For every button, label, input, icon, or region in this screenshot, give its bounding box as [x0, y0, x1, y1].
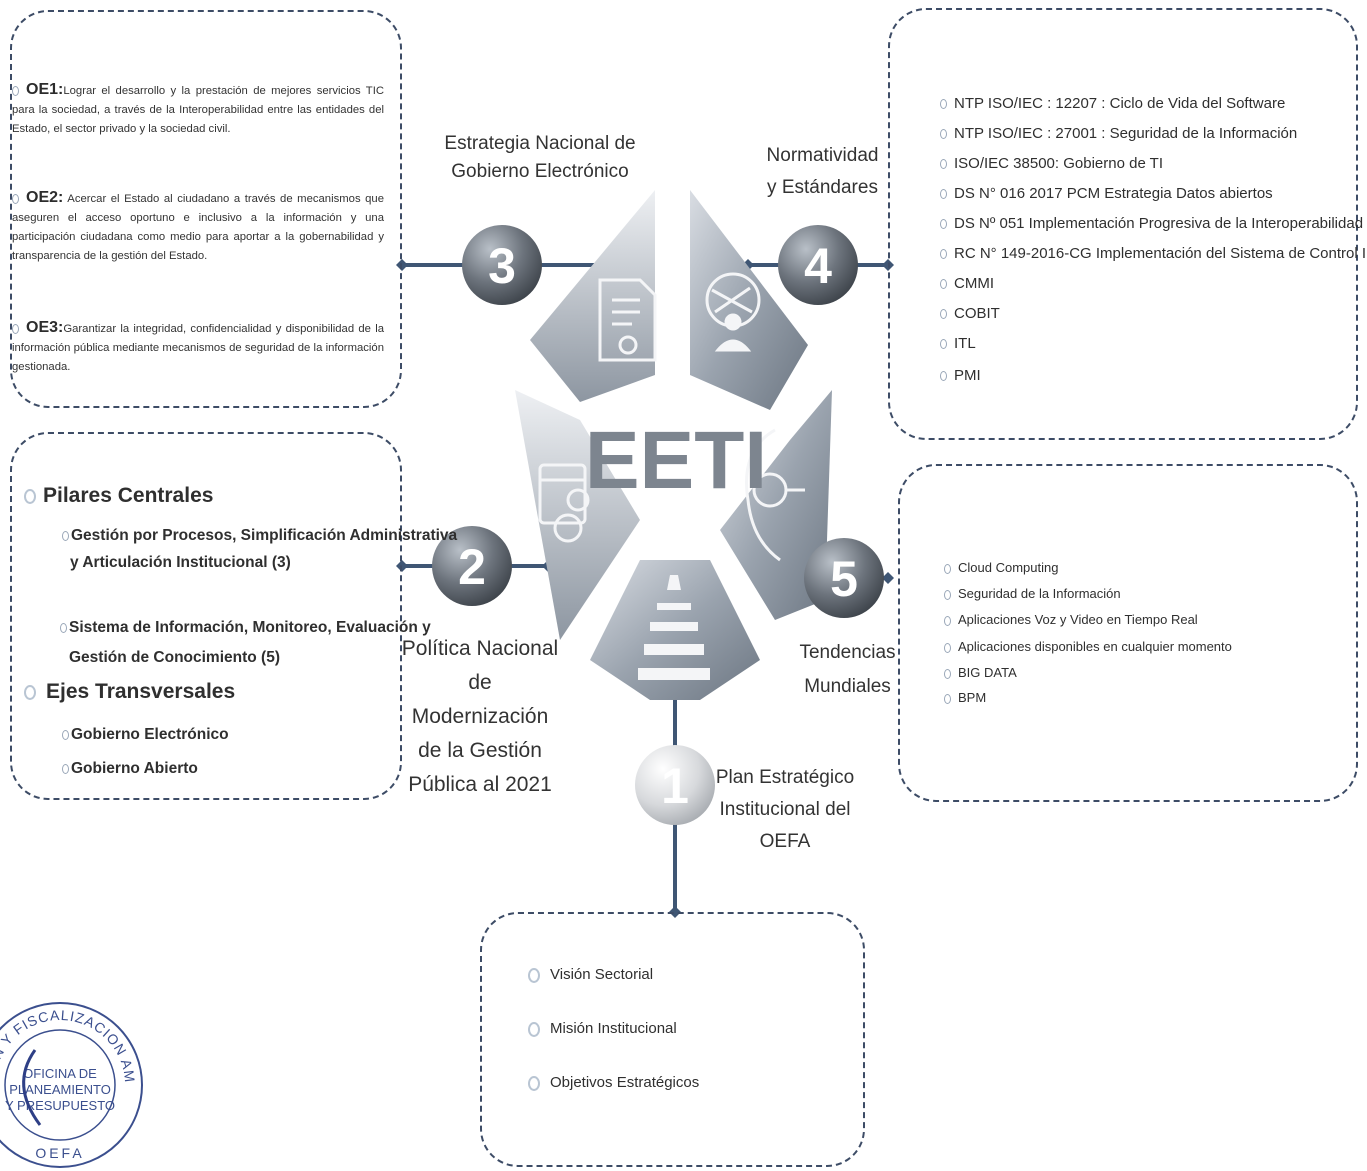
pillar-item-1: Gestión por Procesos, Simplificación Adm… — [62, 522, 457, 576]
standard-item: RC N° 149-2016-CG Implementación del Sis… — [940, 245, 1367, 262]
pillar-item-2: Sistema de Información, Monitoreo, Evalu… — [60, 613, 431, 673]
plan-item: Misión Institucional — [528, 1020, 677, 1037]
ladder-steps-icon — [638, 575, 710, 680]
trend-item: BIG DATA — [944, 665, 1017, 680]
bullet-icon — [940, 189, 947, 200]
bullet-icon — [940, 159, 947, 170]
node-circle-5: 5 — [804, 538, 884, 618]
bullet-icon — [944, 563, 951, 574]
objective-oe1: OE1:Lograr el desarrollo y la prestación… — [12, 80, 384, 139]
node-number-1: 1 — [661, 758, 689, 814]
bullet-icon — [944, 615, 951, 626]
network-user-icon — [705, 272, 761, 352]
plan-item: Visión Sectorial — [528, 966, 653, 983]
standard-item: ITL — [940, 335, 976, 352]
objective-text: Lograr el desarrollo y la prestación de … — [12, 85, 384, 135]
trend-item: Cloud Computing — [944, 560, 1058, 575]
objective-oe2: OE2: Acercar el Estado al ciudadano a tr… — [12, 188, 384, 266]
bullet-icon — [60, 622, 67, 633]
browser-gears-icon — [538, 463, 590, 543]
standard-item: COBIT — [940, 305, 1000, 322]
trend-item: Aplicaciones disponibles en cualquier mo… — [944, 639, 1232, 654]
standard-item: ISO/IEC 38500: Gobierno de TI — [940, 155, 1163, 172]
standard-item: DS N° 016 2017 PCM Estrategia Datos abie… — [940, 185, 1273, 202]
bullet-icon — [12, 324, 19, 335]
bullet-icon — [24, 488, 36, 504]
bullet-icon — [944, 668, 951, 679]
axis-item-1: Gobierno Electrónico — [62, 726, 229, 744]
stamp-line-1: OFICINA DE — [23, 1066, 97, 1081]
node-circle-4: 4 — [778, 225, 858, 305]
bullet-icon — [940, 99, 947, 110]
segment-left — [515, 390, 640, 640]
bullet-icon — [24, 684, 36, 700]
stamp-signature — [22, 1049, 42, 1126]
bullet-icon — [62, 763, 69, 774]
bullet-icon — [944, 589, 951, 600]
standard-item: DS Nº 051 Implementación Progresiva de l… — [940, 215, 1363, 232]
node-number-5: 5 — [830, 551, 858, 607]
trends-box — [898, 464, 1358, 802]
bullet-icon — [940, 339, 947, 350]
objective-text: Garantizar la integridad, confidencialid… — [12, 323, 384, 373]
objective-code: OE1: — [26, 81, 64, 98]
node-number-4: 4 — [804, 238, 832, 294]
segment-top-left — [530, 190, 655, 402]
axes-title: Ejes Transversales — [24, 680, 235, 704]
plan-item: Objetivos Estratégicos — [528, 1074, 699, 1091]
bullet-icon — [940, 219, 947, 230]
objective-oe3: OE3:Garantizar la integridad, confidenci… — [12, 318, 384, 377]
bullet-icon — [944, 693, 951, 704]
eeti-title: EETI — [585, 415, 767, 506]
axis-item-2: Gobierno Abierto — [62, 760, 198, 778]
standard-item: CMMI — [940, 275, 994, 292]
objective-code: OE2: — [26, 189, 64, 206]
bullet-icon — [62, 530, 69, 541]
bullet-icon — [528, 967, 540, 983]
standards-box — [888, 8, 1358, 440]
bullet-icon — [940, 371, 947, 382]
bullet-icon — [940, 129, 947, 140]
segment-top-right — [690, 190, 808, 410]
plan-box — [480, 912, 865, 1167]
standard-item: NTP ISO/IEC : 12207 : Ciclo de Vida del … — [940, 95, 1285, 112]
standard-item: PMI — [940, 367, 981, 384]
node-circle-2: 2 — [432, 526, 512, 606]
trend-item: Aplicaciones Voz y Video en Tiempo Real — [944, 612, 1198, 627]
head-gear-icon — [745, 428, 805, 562]
node-circle-3: 3 — [462, 225, 542, 305]
trend-item: BPM — [944, 690, 986, 705]
bullet-icon — [940, 249, 947, 260]
bullet-icon — [940, 309, 947, 320]
node-number-2: 2 — [458, 539, 486, 595]
pillars-box — [10, 432, 402, 800]
pillars-title: Pilares Centrales — [24, 484, 213, 508]
bullet-icon — [528, 1021, 540, 1037]
objectives-box — [10, 10, 402, 408]
stamp-bottom: OEFA — [35, 1145, 84, 1161]
objective-code: OE3: — [26, 319, 64, 336]
node-number-3: 3 — [488, 238, 516, 294]
document-icon — [598, 278, 657, 362]
office-stamp: EVALUACION Y FISCALIZACION AMBIENTAL OFI… — [0, 990, 143, 1168]
bullet-icon — [62, 729, 69, 740]
bullet-icon — [940, 279, 947, 290]
trend-item: Seguridad de la Información — [944, 586, 1121, 601]
standard-item: NTP ISO/IEC : 27001 : Seguridad de la In… — [940, 125, 1297, 142]
bullet-icon — [12, 86, 19, 97]
stamp-line-2: PLANEAMIENTO — [9, 1082, 111, 1097]
node-circle-1: 1 — [635, 745, 715, 825]
stamp-line-3: Y PRESUPUESTO — [5, 1098, 115, 1113]
objective-text: Acercar el Estado al ciudadano a través … — [12, 193, 384, 262]
bullet-icon — [12, 194, 19, 205]
bullet-icon — [528, 1075, 540, 1091]
bullet-icon — [944, 642, 951, 653]
